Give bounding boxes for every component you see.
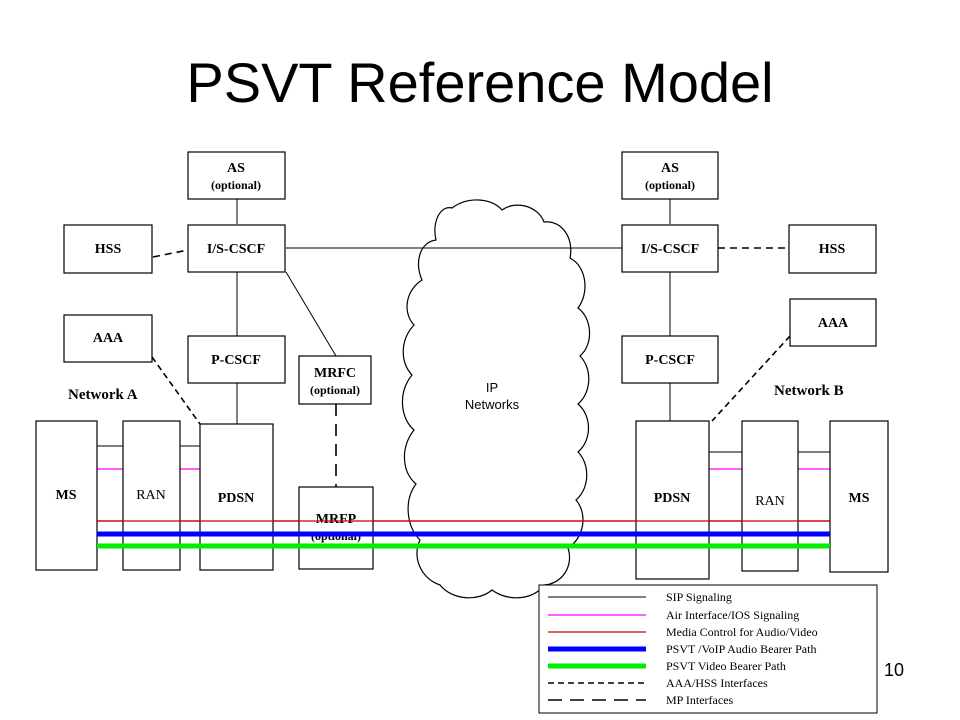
node-hss-right: HSS [788,224,877,274]
node-hss-left: HSS [63,224,153,274]
pdsn-left-label: PDSN [218,491,255,506]
ms-left-label: MS [56,488,77,503]
ip-networks-label-line2: Networks [465,397,520,412]
legend-label-audio: PSVT /VoIP Audio Bearer Path [666,642,816,656]
ms-right-label: MS [849,491,870,506]
aaa-left-label: AAA [93,331,124,346]
node-iscscf-left: I/S-CSCF [187,224,286,273]
node-as-left: AS (optional) [187,151,286,200]
mrfc-label: MRFC [314,366,356,381]
legend-label-sip: SIP Signaling [666,590,732,604]
page-title: PSVT Reference Model [186,51,774,114]
mrfc-sub: (optional) [310,383,360,397]
aaa-hss-interface-lines [151,247,791,425]
node-pcscf-left: P-CSCF [187,335,286,384]
as-right-label: AS [661,161,679,176]
legend-label-video: PSVT Video Bearer Path [666,659,786,673]
as-left-label: AS [227,161,245,176]
legend-label-air: Air Interface/IOS Signaling [666,608,799,622]
sip-link-iscscf-mrfc [285,271,337,357]
as-right-sub: (optional) [645,178,695,192]
pcscf-left-label: P-CSCF [211,353,261,368]
node-iscscf-right: I/S-CSCF [621,224,719,273]
page-number: 10 [884,660,905,680]
network-a-label: Network A [68,387,138,403]
legend-label-mp: MP Interfaces [666,693,734,707]
pdsn-right-label: PDSN [654,491,691,506]
mrfp-label: MRFP [316,512,357,527]
network-b-label: Network B [774,383,844,399]
node-aaa-right: AAA [789,298,877,347]
node-pdsn-right: PDSN [635,420,710,580]
pcscf-right-label: P-CSCF [645,353,695,368]
node-mrfp: MRFP (optional) [298,486,374,570]
iscscf-right-label: I/S-CSCF [641,242,699,257]
ip-networks-label-line1: IP [486,380,498,395]
ip-networks-cloud: IP Networks [401,199,591,599]
ran-right-label: RAN [755,494,785,509]
aaa-link-right [711,335,791,422]
node-aaa-left: AAA [63,314,153,363]
node-pcscf-right: P-CSCF [621,335,719,384]
node-as-right: AS (optional) [621,151,719,200]
legend-label-aaa-hss: AAA/HSS Interfaces [666,676,768,690]
node-mrfc: MRFC (optional) [298,355,372,405]
as-left-sub: (optional) [211,178,261,192]
hss-right-label: HSS [819,242,846,257]
node-ms-left: MS [35,420,98,571]
aaa-link-left [151,356,201,425]
iscscf-left-label: I/S-CSCF [207,242,265,257]
hss-link-left [152,249,189,258]
aaa-right-label: AAA [818,316,849,331]
ran-left-label: RAN [136,488,166,503]
legend-label-media: Media Control for Audio/Video [666,625,818,639]
node-ms-right: MS [829,420,889,573]
hss-left-label: HSS [95,242,122,257]
legend: SIP Signaling Air Interface/IOS Signalin… [538,584,878,714]
